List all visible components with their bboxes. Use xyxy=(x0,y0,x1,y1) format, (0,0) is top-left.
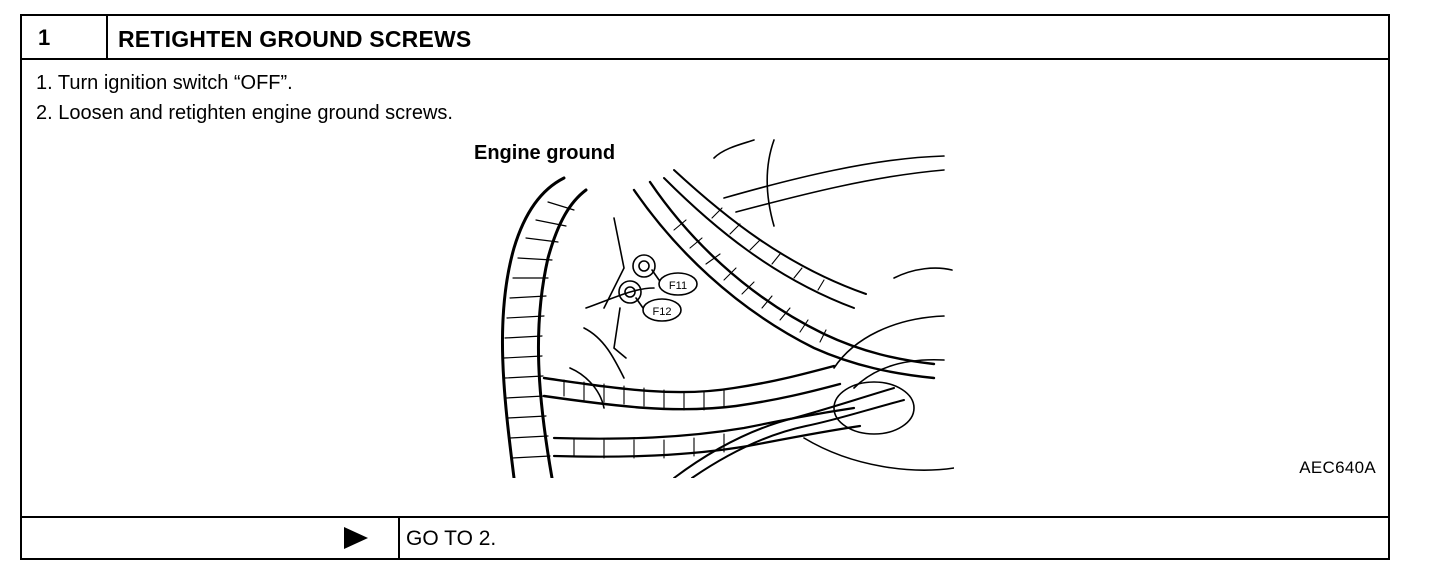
goto-link[interactable]: GO TO 2. xyxy=(406,527,497,550)
action-row: GO TO 2. xyxy=(22,516,1388,558)
procedure-table: 1 RETIGHTEN GROUND SCREWS 1. Turn igniti… xyxy=(20,14,1390,560)
header-row: 1 RETIGHTEN GROUND SCREWS xyxy=(22,16,1388,60)
arrow-cell xyxy=(22,518,400,558)
figure-code: AEC640A xyxy=(1299,458,1376,477)
step-title: RETIGHTEN GROUND SCREWS xyxy=(118,26,472,52)
engine-ground-illustration: F11 F12 xyxy=(500,139,954,478)
instruction-item: 1. Turn ignition switch “OFF”. xyxy=(36,72,293,94)
callout-f11: F11 xyxy=(669,280,687,292)
step-number: 1 xyxy=(22,16,108,58)
arrow-right-icon xyxy=(344,527,368,549)
instruction-list: 1. Turn ignition switch “OFF”. 2. Loosen… xyxy=(36,68,453,128)
callout-f12: F12 xyxy=(653,306,672,318)
procedure-body: 1. Turn ignition switch “OFF”. 2. Loosen… xyxy=(22,60,1388,520)
figure-label: Engine ground xyxy=(474,142,616,164)
instruction-item: 2. Loosen and retighten engine ground sc… xyxy=(36,102,453,124)
